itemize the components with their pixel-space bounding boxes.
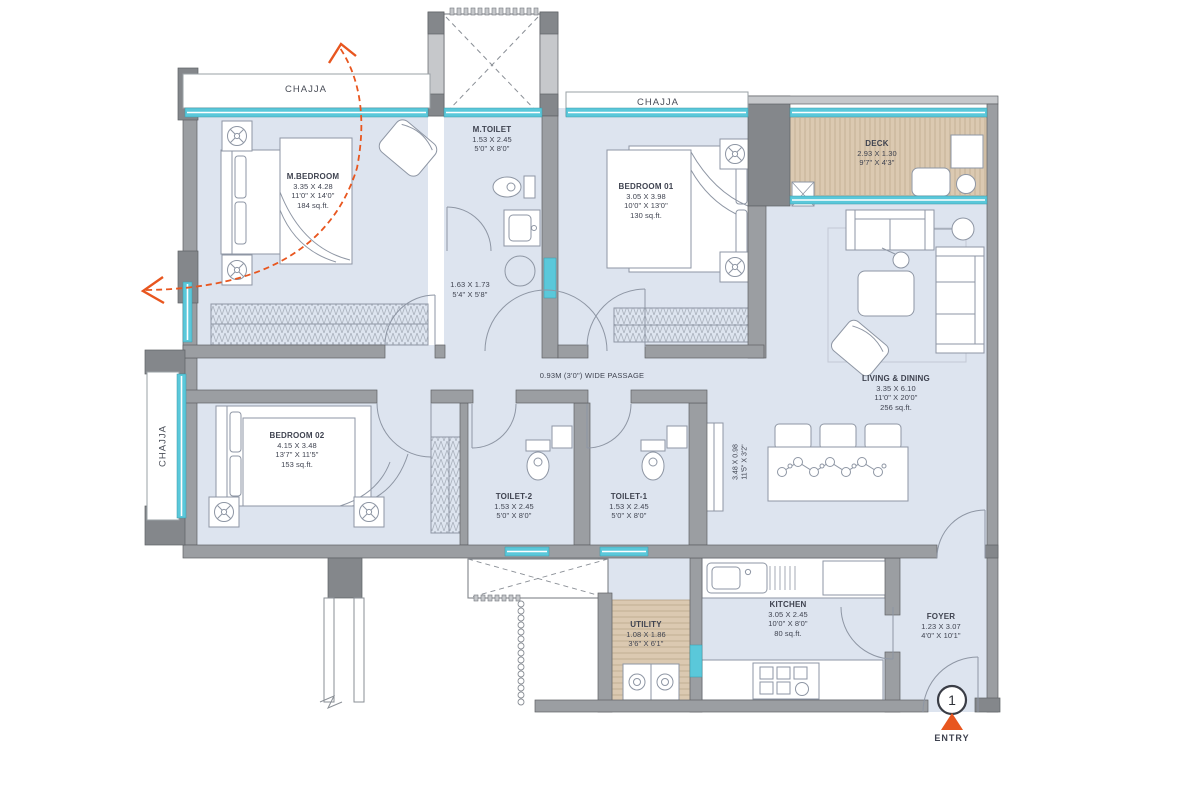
- room-label-bedroom-01: BEDROOM 01 3.05 X 3.98 10'0" X 13'0" 130…: [618, 182, 674, 220]
- furniture: [208, 119, 985, 701]
- swing-direction-arrow: [140, 42, 363, 305]
- toilet1-fixtures: [640, 425, 688, 481]
- dim-label-dining-niche: 3.48 X 0.98 11'5" X 3'2": [732, 444, 749, 480]
- room-label-m-toilet: M.TOILET 1.53 X 2.45 5'0" X 8'0": [472, 125, 512, 153]
- room-label-living-dining: LIVING & DINING 3.35 X 6.10 11'0" X 20'0…: [862, 374, 930, 412]
- bedroom01-wardrobe: [613, 307, 751, 343]
- room-label-master-bedroom: M.BEDROOM 3.35 X 4.28 11'0" X 14'0" 184 …: [286, 172, 340, 210]
- entry-number: 1: [948, 692, 956, 708]
- room-label-kitchen: KITCHEN 3.05 X 2.45 10'0" X 8'0" 80 sq.f…: [768, 600, 808, 638]
- room-label-bedroom-02: BEDROOM 02 4.15 X 3.48 13'7" X 11'5" 153…: [269, 431, 325, 469]
- room-label-toilet-1: TOILET-1 1.53 X 2.45 5'0" X 8'0": [609, 492, 649, 520]
- washing-machine: [622, 663, 680, 701]
- room-label-utility: UTILITY 1.08 X 1.86 3'6" X 6'1": [626, 620, 666, 648]
- chajja-label-top-right: CHAJJA: [637, 97, 679, 108]
- service-coil: [517, 600, 525, 706]
- lower-wall-lines: [319, 597, 365, 709]
- dining-cupboard: [704, 422, 724, 512]
- room-label-toilet-2: TOILET-2 1.53 X 2.45 5'0" X 8'0": [494, 492, 534, 520]
- master-wardrobe: [210, 303, 429, 346]
- deck-furniture: [911, 134, 984, 197]
- master-armchair: [378, 119, 438, 177]
- toilet2-fixtures: [525, 425, 573, 481]
- living-sofa-set: [830, 209, 985, 377]
- chajja-label-left: CHAJJA: [157, 425, 169, 467]
- kitchen-counters: [701, 557, 891, 701]
- chajja-label-top-left: CHAJJA: [285, 84, 327, 95]
- dim-label-lobby: 1.63 X 1.73 5'4" X 5'8": [450, 280, 490, 299]
- dining-set: [767, 423, 909, 502]
- master-bed: [220, 137, 353, 265]
- bedroom02-bed: [215, 405, 409, 507]
- lobby-circle: [504, 255, 536, 287]
- passage-label: 0.93M (3'0") WIDE PASSAGE: [539, 371, 645, 380]
- entry-label: ENTRY: [934, 733, 970, 743]
- m-toilet-fixtures: [492, 175, 541, 247]
- windows: [176, 107, 988, 678]
- bedroom01-bed: [606, 145, 761, 273]
- elevator-shaft: [443, 7, 541, 117]
- duct-shaft: [467, 558, 609, 706]
- door-swings: [376, 206, 986, 713]
- entry-marker: [936, 684, 968, 730]
- room-label-deck: DECK 2.93 X 1.30 9'7" X 4'3": [857, 139, 897, 167]
- room-label-foyer: FOYER 1.23 X 3.07 4'0" X 10'1": [921, 612, 961, 640]
